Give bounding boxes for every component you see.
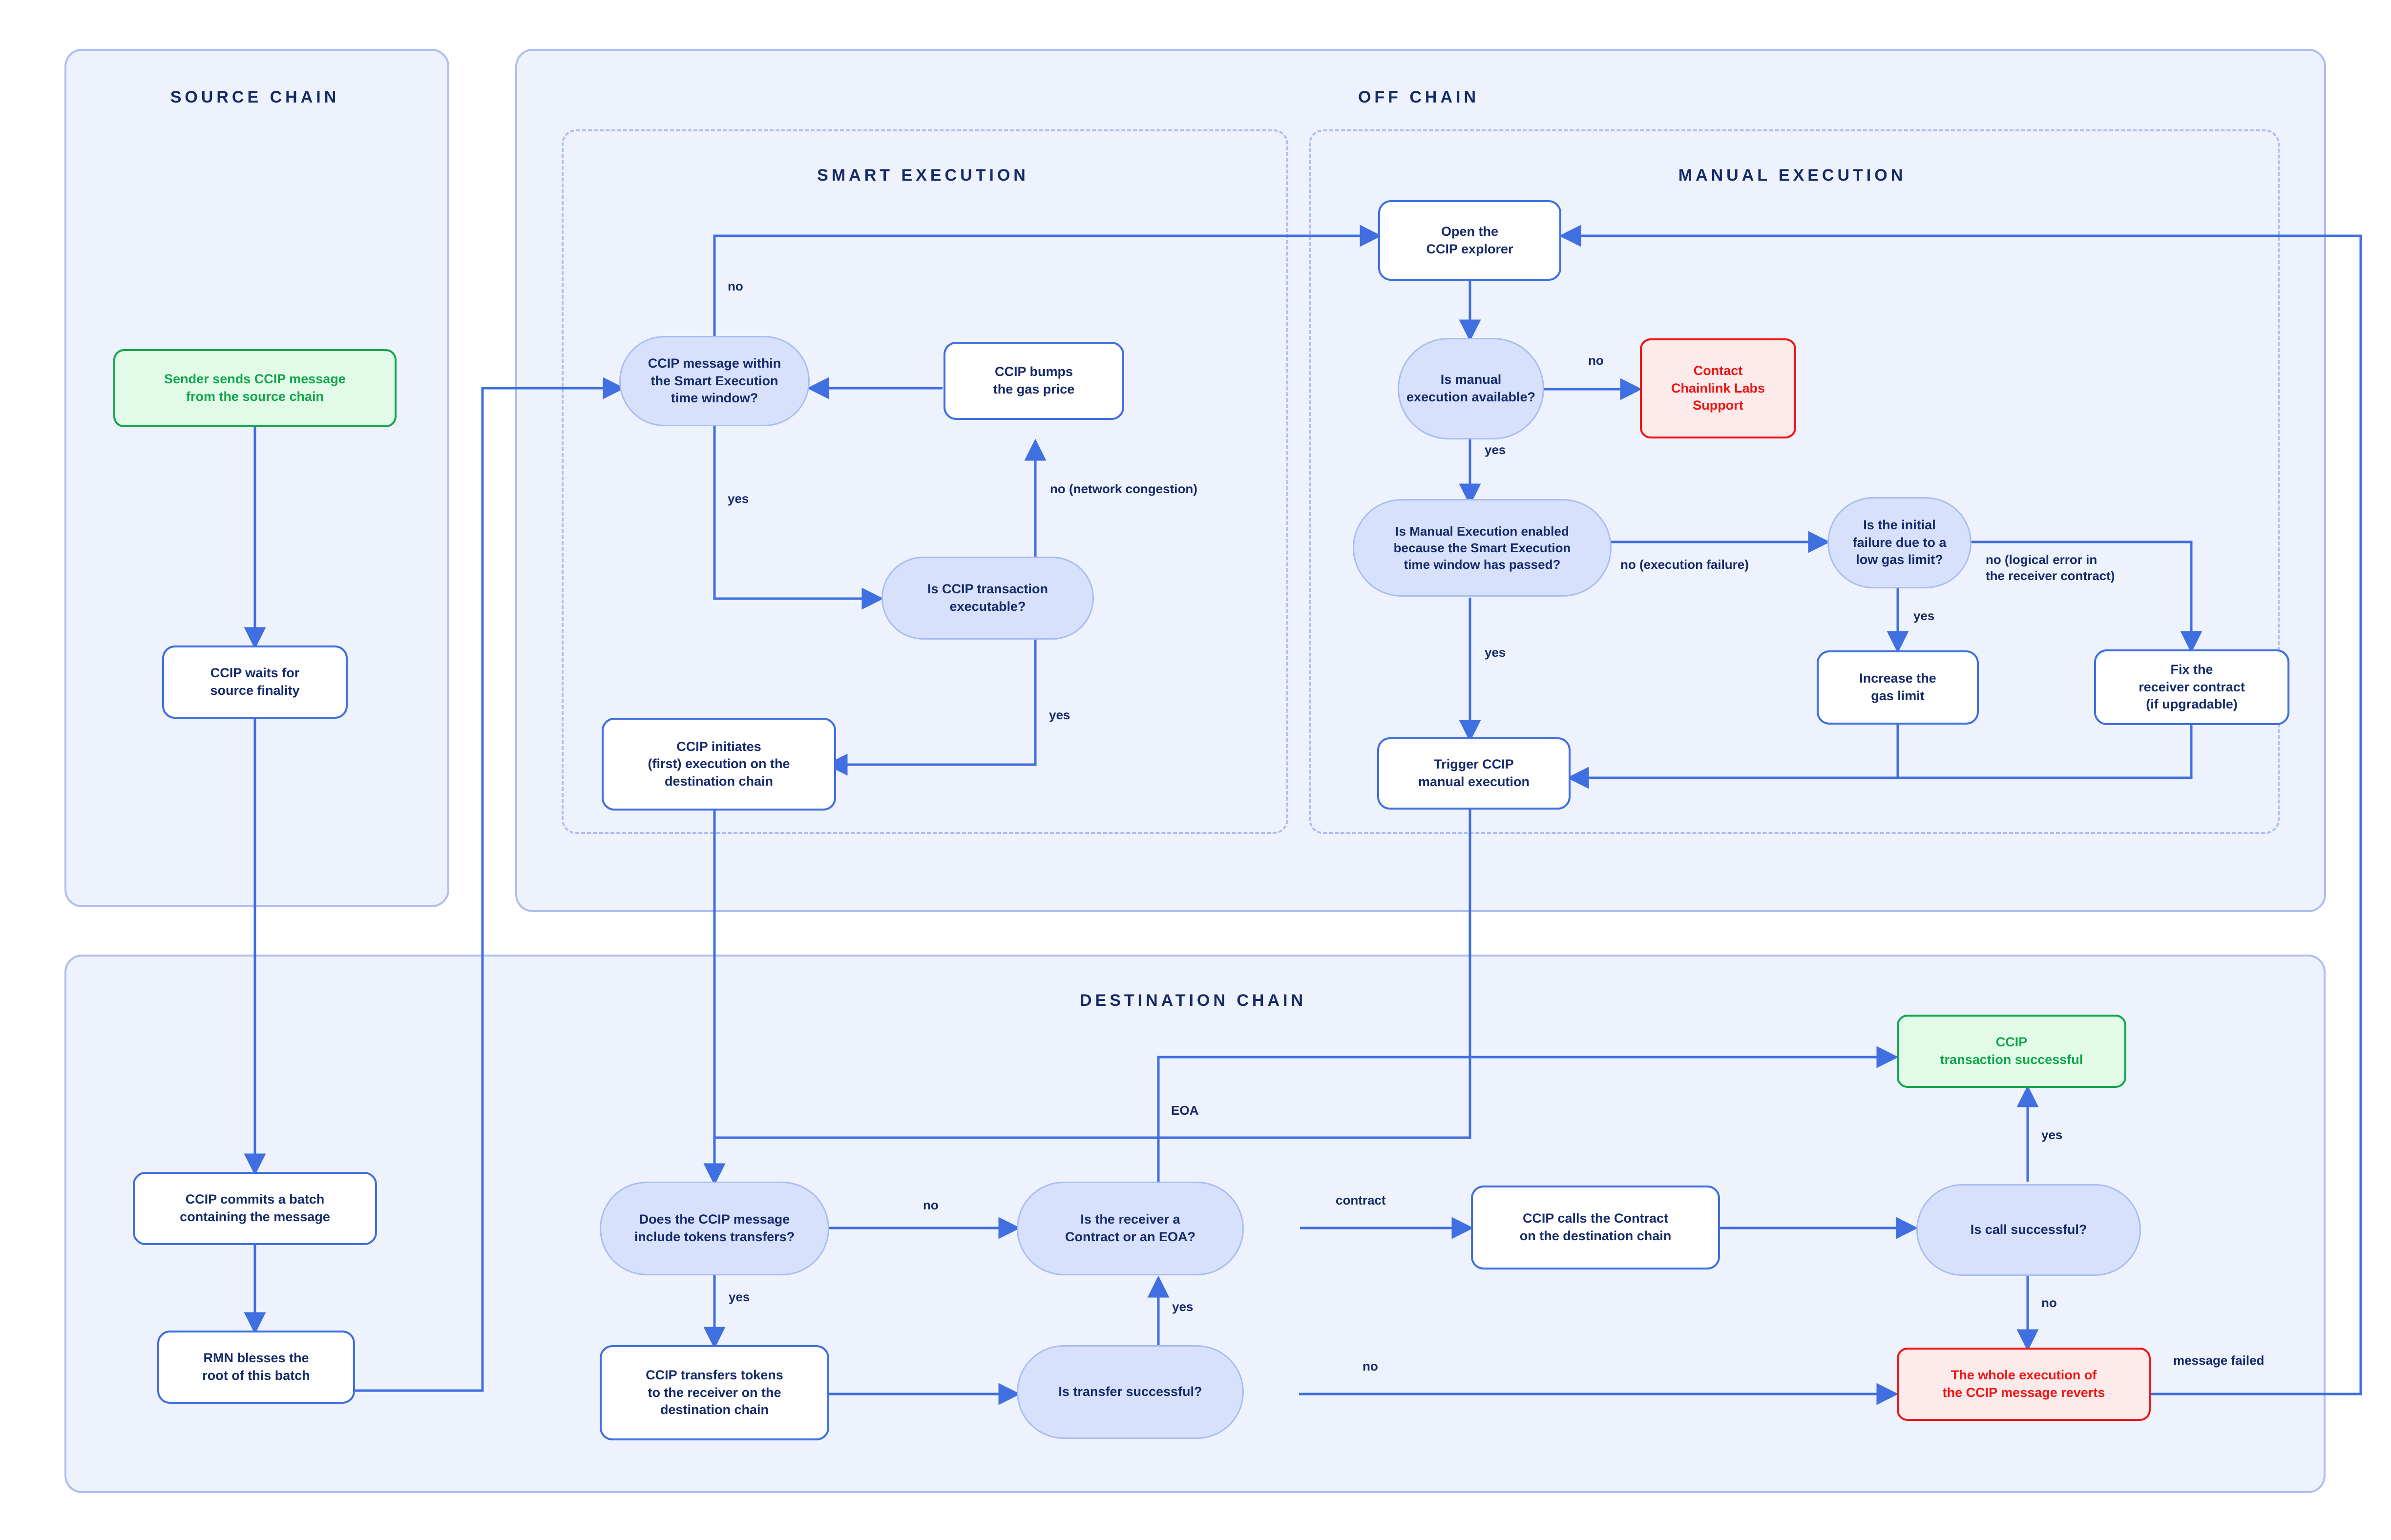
edge-label-gaslimit-yes: yes	[1913, 608, 1935, 623]
edge-label-call-no: no	[2041, 1295, 2057, 1310]
node-contact-support[interactable]: Contact Chainlink Labs Support	[1640, 338, 1796, 438]
panel-title-off-chain: OFF CHAIN	[1358, 88, 1480, 106]
edge-rmn-to-window	[355, 377, 625, 1392]
node-sender-sends[interactable]: Sender sends CCIP message from the sourc…	[113, 349, 397, 427]
edge-label-transfer-no: no	[1363, 1359, 1378, 1374]
edge-label-window-yes: yes	[728, 491, 749, 506]
edge-label-executable-no: no (network congestion)	[1050, 481, 1197, 496]
edge-label-tokens-yes: yes	[729, 1290, 750, 1304]
node-bumps-gas[interactable]: CCIP bumps the gas price	[944, 342, 1124, 420]
panel-source-chain	[64, 49, 449, 907]
edge-increase-to-trigger	[1567, 725, 1899, 789]
node-low-gas-limit[interactable]: Is the initial failure due to a low gas …	[1827, 497, 1972, 588]
panel-title-manual-execution: MANUAL EXECUTION	[1678, 166, 1907, 185]
node-initiates-exec[interactable]: CCIP initiates (first) execution on the …	[602, 718, 836, 811]
edge-trigger-to-tokens	[703, 808, 1471, 1186]
edge-label-receiver-contract: contract	[1336, 1193, 1386, 1207]
edge-label-enabled-yes: yes	[1485, 645, 1506, 660]
node-call-success[interactable]: Is call successful?	[1916, 1184, 2141, 1276]
node-waits-finality[interactable]: CCIP waits for source finality	[162, 645, 348, 719]
panel-title-destination-chain: DESTINATION CHAIN	[1079, 991, 1307, 1010]
node-transfer-success[interactable]: Is transfer successful?	[1017, 1345, 1244, 1439]
panel-manual-execution	[1309, 129, 2280, 834]
edge-label-receiver-eoa: EOA	[1171, 1103, 1199, 1118]
edge-label-call-yes: yes	[2041, 1127, 2063, 1142]
node-fix-receiver[interactable]: Fix the receiver contract (if upgradable…	[2094, 649, 2289, 725]
edge-fix-to-trigger	[1567, 725, 2193, 789]
node-includes-tokens[interactable]: Does the CCIP message include tokens tra…	[600, 1182, 829, 1275]
edge-label-message-failed: message failed	[2173, 1353, 2265, 1368]
edge-gaslimit-no	[1971, 541, 2202, 653]
node-commits-batch[interactable]: CCIP commits a batch containing the mess…	[133, 1172, 377, 1245]
node-tx-successful[interactable]: CCIP transaction successful	[1897, 1015, 2126, 1088]
panel-title-source-chain: SOURCE CHAIN	[170, 88, 340, 106]
node-open-explorer[interactable]: Open the CCIP explorer	[1378, 200, 1561, 281]
node-execution-reverts[interactable]: The whole execution of the CCIP message …	[1897, 1348, 2151, 1421]
edge-label-transfer-yes: yes	[1172, 1299, 1194, 1314]
node-manual-enabled[interactable]: Is Manual Execution enabled because the …	[1353, 499, 1612, 597]
edge-label-window-no: no	[728, 279, 743, 293]
node-contract-or-eoa[interactable]: Is the receiver a Contract or an EOA?	[1017, 1182, 1244, 1275]
node-calls-contract[interactable]: CCIP calls the Contract on the destinati…	[1471, 1186, 1720, 1269]
node-is-executable[interactable]: Is CCIP transaction executable?	[881, 557, 1094, 640]
node-increase-gas[interactable]: Increase the gas limit	[1817, 650, 1979, 725]
edge-label-enabled-no: no (execution failure)	[1620, 557, 1749, 572]
node-trigger-manual[interactable]: Trigger CCIP manual execution	[1377, 737, 1571, 810]
node-within-window[interactable]: CCIP message within the Smart Execution …	[619, 336, 810, 426]
node-rmn-blesses[interactable]: RMN blesses the root of this batch	[157, 1331, 355, 1404]
panel-title-smart-execution: SMART EXECUTION	[817, 166, 1029, 185]
edge-window-yes	[713, 421, 884, 610]
panel-smart-execution	[562, 129, 1288, 834]
node-manual-available[interactable]: Is manual execution available?	[1398, 338, 1544, 439]
edge-failed-to-explorer	[1559, 225, 2362, 1395]
edge-label-executable-yes: yes	[1049, 708, 1070, 722]
edge-label-available-yes: yes	[1485, 442, 1506, 457]
edge-receiver-eoa	[1157, 1046, 1899, 1182]
edge-label-available-no: no	[1588, 353, 1604, 368]
node-transfers-tokens[interactable]: CCIP transfers tokens to the receiver on…	[600, 1345, 829, 1440]
edge-executable-yes	[825, 637, 1037, 776]
edge-label-tokens-no: no	[923, 1198, 939, 1212]
edge-label-gaslimit-no: no (logical error in the receiver contra…	[1986, 552, 2115, 583]
